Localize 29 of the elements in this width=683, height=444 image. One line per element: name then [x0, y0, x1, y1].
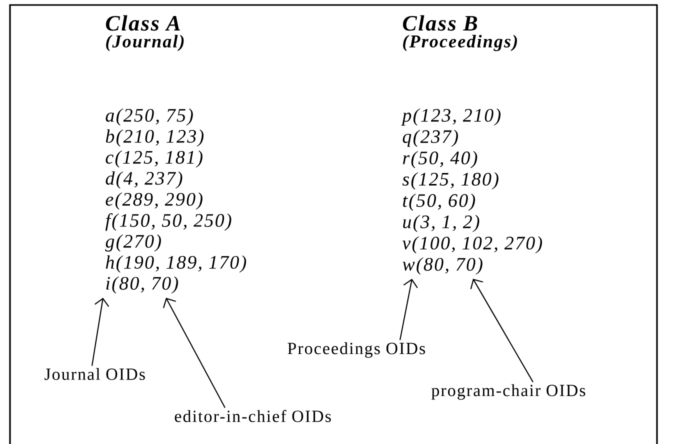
oid-list-entry: h(190, 189, 170) — [106, 255, 246, 273]
oid-list-entry: b(210, 123) — [106, 129, 204, 147]
leader-line — [470, 278, 534, 382]
oid-list-entry: t(50, 60) — [403, 194, 476, 211]
oid-list-entry: i(80, 70) — [106, 276, 178, 294]
oid-list-entry: u(3, 1, 2) — [403, 214, 480, 232]
heading: Class B — [402, 15, 478, 31]
oid-list-entry: d(4, 237) — [106, 171, 182, 189]
caption-text: program-chair OIDs — [431, 384, 586, 400]
oid-list-entry: q(237) — [402, 130, 458, 147]
oid-list-entry: a(250, 75) — [106, 108, 193, 126]
caption-text: Proceedings OIDs — [288, 342, 426, 358]
oid-list-entry: w(80, 70) — [402, 257, 482, 275]
leader-line — [163, 298, 226, 408]
oid-list-entry: g(270) — [105, 234, 161, 252]
heading: Class A — [106, 15, 180, 31]
leader-line — [91, 298, 110, 366]
caption-text: Journal OIDs — [44, 368, 145, 380]
oid-list-entry: f(150, 50, 250) — [105, 213, 232, 231]
oid-list-entry: e(289, 290) — [106, 192, 202, 210]
oid-list-entry: v(100, 102, 270) — [402, 236, 542, 254]
oid-list-entry: r(50, 40) — [402, 151, 478, 168]
oid-list-entry: s(125, 180) — [402, 172, 498, 190]
oid-list-entry: c(125, 181) — [106, 150, 202, 168]
leader-line — [399, 278, 418, 340]
oid-list-entry: p(123, 210) — [401, 108, 501, 126]
subheading: (Proceedings) — [403, 34, 517, 52]
subheading: (Journal) — [106, 34, 184, 52]
caption-text: editor-in-chief OIDs — [174, 410, 331, 422]
